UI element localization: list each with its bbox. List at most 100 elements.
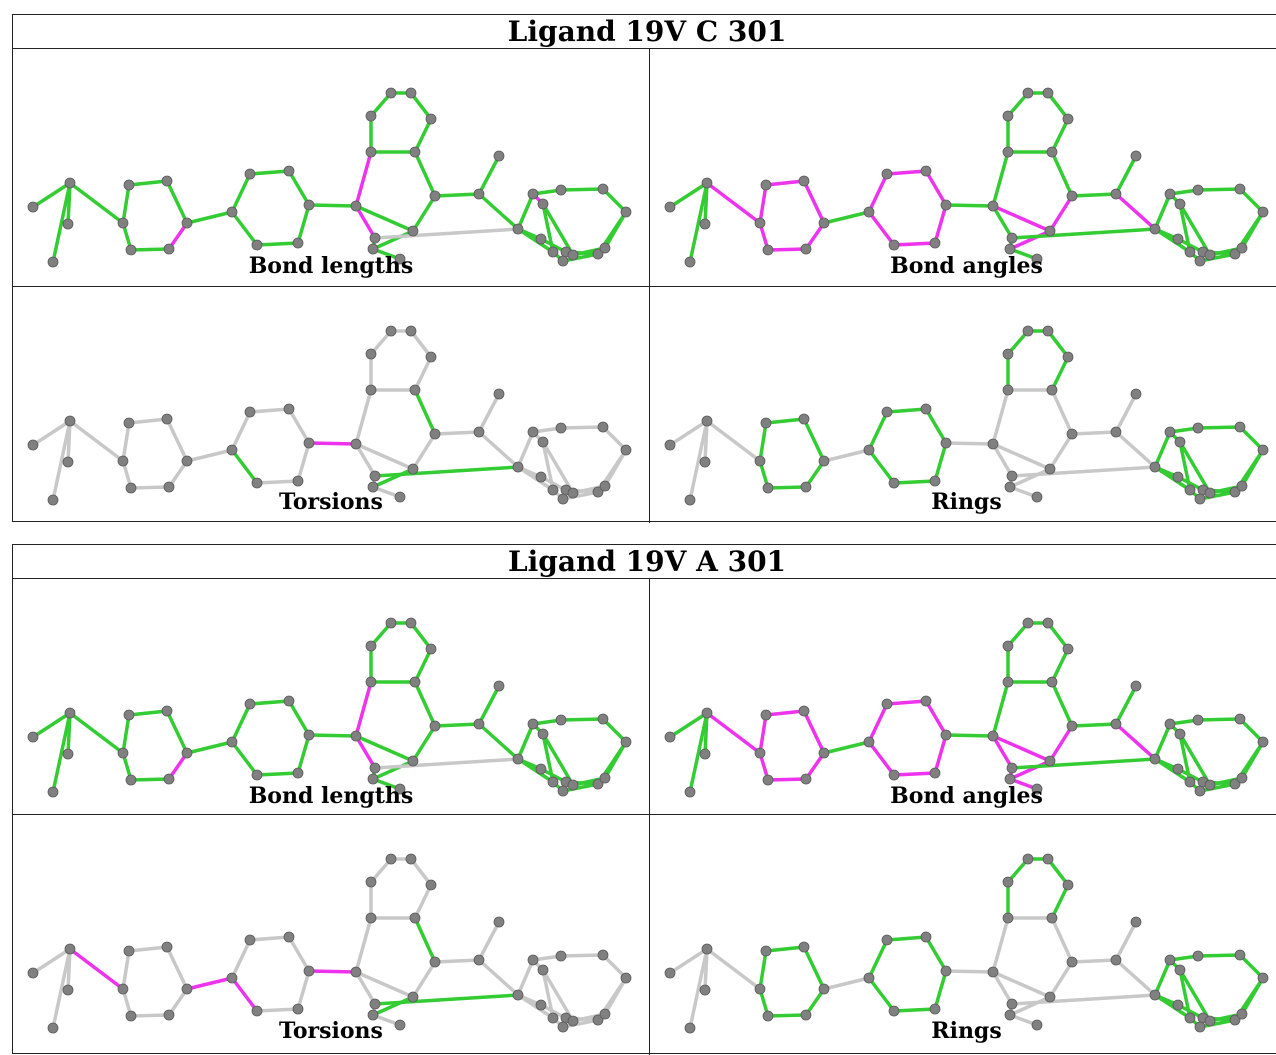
atom (1236, 480, 1248, 492)
bond (165, 179, 189, 225)
bond (1153, 722, 1172, 761)
atom (1062, 113, 1074, 125)
bond (924, 169, 948, 207)
bond (802, 709, 826, 755)
bond (1050, 117, 1070, 154)
atom (283, 403, 295, 415)
bond (255, 241, 300, 247)
atom (863, 444, 875, 456)
atom (512, 989, 524, 1001)
bond (248, 407, 291, 414)
bond (991, 916, 1010, 974)
atom (161, 175, 173, 187)
atom (493, 150, 505, 162)
atom (920, 695, 932, 707)
bond (51, 947, 72, 1030)
bond (413, 883, 433, 920)
atom (599, 242, 611, 254)
bond (1010, 227, 1157, 240)
atom (1004, 243, 1016, 255)
atom (929, 767, 941, 779)
bond (516, 993, 555, 1020)
bond (603, 210, 628, 250)
bond (1240, 448, 1265, 488)
bond (477, 722, 520, 761)
atom (1236, 772, 1248, 784)
bond (411, 960, 437, 999)
bond (248, 169, 291, 176)
atom (473, 718, 485, 730)
panel-torsions: Torsions (13, 815, 649, 1055)
bond (705, 711, 762, 755)
bond (477, 192, 520, 231)
bond (127, 709, 169, 717)
atom (1110, 954, 1122, 966)
ligand-structure-image (664, 617, 1269, 798)
atom (1229, 1014, 1241, 1026)
bond (944, 203, 995, 208)
bond (1114, 392, 1138, 434)
atom (1149, 461, 1161, 473)
bond (255, 1007, 300, 1013)
divider-vertical (649, 579, 650, 1055)
atom (394, 491, 406, 503)
atom (701, 415, 713, 427)
atom (163, 481, 175, 493)
bond (354, 204, 377, 240)
atom (125, 244, 137, 256)
bond (764, 709, 806, 717)
bond (822, 976, 871, 991)
atom (754, 217, 766, 229)
bond (129, 247, 171, 252)
atom (547, 246, 559, 258)
bond (1050, 883, 1070, 920)
panel-grid: Bond lengths Bond angles Torsions Rings (13, 49, 1276, 523)
atom (1164, 426, 1176, 438)
bond (1114, 722, 1157, 761)
panel-rings: Rings (650, 815, 1276, 1055)
bond (129, 1013, 171, 1018)
bond (561, 782, 600, 793)
atom (292, 1003, 304, 1015)
atom (1149, 753, 1161, 765)
bond (1196, 425, 1242, 430)
atom (762, 774, 774, 786)
bond (354, 916, 373, 974)
atom (881, 168, 893, 180)
atom (800, 481, 812, 493)
atom (1004, 1009, 1016, 1021)
atom (567, 487, 579, 499)
atom (1006, 998, 1018, 1010)
bond (1070, 958, 1118, 964)
ligand-structure-image (27, 87, 632, 268)
bond (287, 699, 311, 737)
atom (64, 943, 76, 955)
atom (1110, 718, 1122, 730)
bond (892, 1007, 937, 1013)
bond (867, 702, 889, 744)
bond (1070, 430, 1118, 436)
bond (129, 485, 171, 490)
bond (559, 425, 605, 430)
bond (307, 969, 358, 974)
bond (248, 935, 291, 942)
bond (433, 430, 481, 436)
bond (1050, 647, 1070, 684)
atom (1044, 991, 1056, 1003)
atom (555, 714, 567, 726)
bond (933, 733, 948, 775)
atom (557, 785, 569, 797)
bond (766, 247, 808, 252)
bond (541, 732, 555, 784)
atom (754, 455, 766, 467)
atom (537, 436, 549, 448)
atom (1110, 426, 1122, 438)
bond (1196, 717, 1242, 722)
atom (161, 941, 173, 953)
atom (64, 177, 76, 189)
atom (367, 1009, 379, 1021)
bond (1070, 722, 1118, 728)
bond (944, 969, 995, 974)
atom (535, 471, 547, 483)
bond (758, 183, 768, 225)
